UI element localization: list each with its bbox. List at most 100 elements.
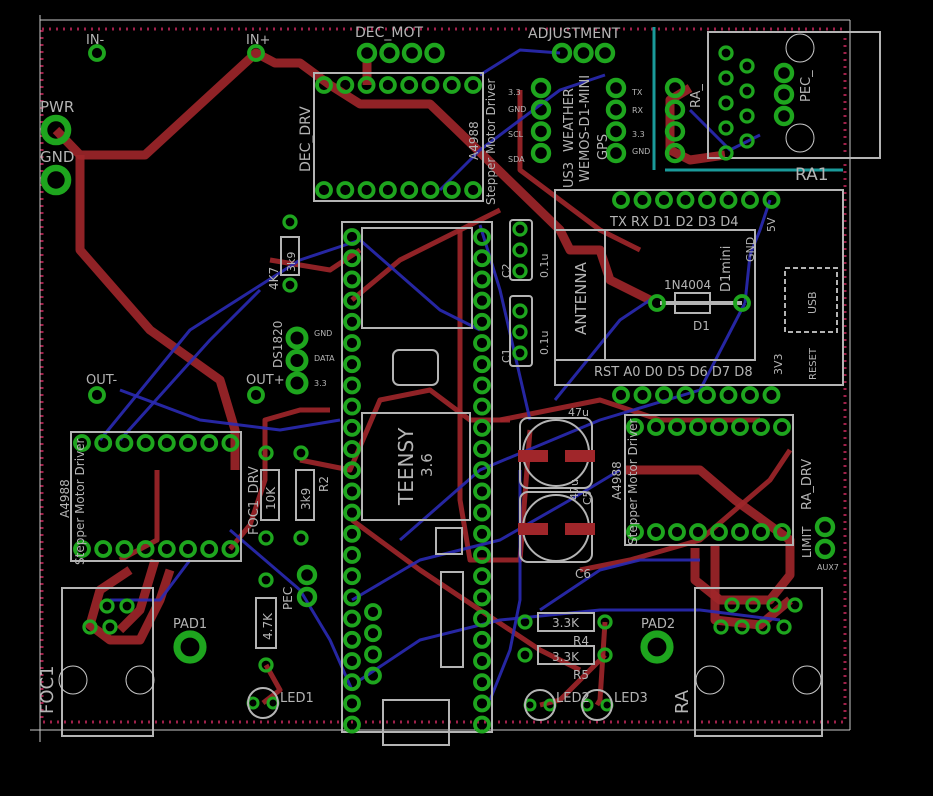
pad-r2 <box>293 445 309 461</box>
pad-foc1-rj <box>119 598 135 614</box>
pad-foc1-drv <box>157 434 176 452</box>
pad-teensy-left <box>343 567 361 586</box>
pad-gps <box>605 121 627 142</box>
label-c5: C5 <box>581 490 594 505</box>
pad-gps <box>605 142 627 164</box>
pad-gps <box>605 77 627 99</box>
pad-pec-rj <box>718 120 734 136</box>
pad-limit <box>814 538 836 560</box>
label-c2-val: 0.1u <box>538 254 551 278</box>
pad-in-minus <box>88 44 106 62</box>
labels: IN- IN+ PWR GND OUT- OUT+ DEC_MOT DEC_DR… <box>37 25 839 714</box>
pad-pec-rj <box>718 70 734 86</box>
pad-foc1-drv <box>221 540 240 558</box>
pad-out-minus <box>88 386 106 404</box>
pad-dec-drv <box>400 181 419 199</box>
foc1-rj-outline <box>61 587 154 737</box>
label-10k: 10K <box>264 486 278 510</box>
pad-foc1-drv <box>94 434 113 452</box>
pad-ra-drv <box>710 418 728 436</box>
pad-foc1-drv <box>94 540 113 558</box>
label-antenna: ANTENNA <box>572 261 590 335</box>
pad-ra-rj <box>776 619 792 635</box>
pad-teensy-left <box>343 461 361 480</box>
pad-led1 <box>266 696 280 710</box>
pad-dec-drv <box>357 76 376 94</box>
pad-dec-drv <box>336 181 355 199</box>
pad-teensy-right <box>473 376 491 395</box>
pad-ra-drv <box>689 523 707 541</box>
pad-teensy-left <box>343 291 361 310</box>
pad-ra-drv <box>689 418 707 436</box>
pad-ra-drv <box>773 418 791 436</box>
label-g-tx: TX <box>631 88 643 97</box>
label-pec: PEC <box>281 587 295 610</box>
label-foc1: FOC1 <box>37 665 58 714</box>
pad-pec-rj <box>718 45 734 61</box>
pad-foc1-rj <box>82 619 98 635</box>
label-a4988-ra: A4988 <box>610 461 624 500</box>
pad-r4 <box>597 614 613 630</box>
pad-teensy-right <box>473 355 491 374</box>
pad-teensy-right <box>473 418 491 437</box>
pad-pec-conn <box>773 84 795 105</box>
label-teensy-ver: 3.6 <box>418 453 436 477</box>
pad-teensy-right <box>473 567 491 586</box>
pad-wemos-bottom <box>612 386 630 404</box>
pads <box>40 42 836 734</box>
pad-teensy-right <box>473 270 491 289</box>
pad-pwr <box>40 114 72 146</box>
pad-ra-rj <box>745 597 761 613</box>
pad-c1 <box>512 345 528 361</box>
pad-teensy-left <box>343 270 361 289</box>
label-led3: LED3 <box>614 691 648 706</box>
pad-teensy-right <box>473 461 491 480</box>
pad-dec-mot <box>379 42 400 64</box>
label-c6: C6 <box>575 567 591 581</box>
pad-dec-drv <box>378 181 397 199</box>
pad-r2 <box>293 530 309 546</box>
pad-wemos-bottom <box>762 386 781 404</box>
label-smd-dec: Stepper Motor Driver <box>484 78 498 205</box>
pad-teensy-right <box>473 440 491 458</box>
pad-gps <box>605 99 627 120</box>
pad-teensy-right <box>473 630 491 649</box>
label-r4-val: 3.3K <box>552 616 580 630</box>
pad-wemos-top <box>655 191 673 209</box>
label-in-plus: IN+ <box>246 33 270 48</box>
pad-ra-rj <box>734 619 750 635</box>
pad-pad2 <box>640 630 674 664</box>
pad-wemos-top <box>698 191 716 209</box>
foc1-drv-outline <box>70 431 242 562</box>
pad-teensy-right <box>473 503 491 522</box>
label-pec-conn: PEC_ <box>799 70 814 102</box>
pad-r-47k <box>258 572 274 588</box>
label-wemos-5v: 5V <box>765 217 778 232</box>
pad-dec-drv <box>464 181 483 199</box>
pad-wemos-top <box>633 191 652 209</box>
label-g-33: 3.3 <box>632 130 645 139</box>
pad-teensy-left <box>343 312 361 331</box>
pad-wemos-bottom <box>633 386 652 404</box>
pad-ds1820 <box>285 326 309 350</box>
label-r5-val: 3.3K <box>552 650 580 664</box>
label-teensy: TEENSY <box>394 427 418 506</box>
pad-teensy-left <box>343 228 361 246</box>
pad-dec-mot <box>424 42 445 64</box>
label-gps: GPS <box>596 134 611 160</box>
pad-gnd <box>40 164 72 196</box>
pad-teensy-right <box>473 397 491 416</box>
pad-ra-rj <box>766 597 782 613</box>
label-r2-val: 3k9 <box>299 488 313 510</box>
pad-ra-drv <box>668 418 686 436</box>
pad-c2 <box>512 242 528 258</box>
label-47k: 4.7K <box>261 612 275 640</box>
teensy-chip <box>361 412 471 521</box>
pad-out-plus <box>247 386 265 404</box>
pad-ra-drv <box>626 418 644 436</box>
pad-pec <box>296 564 318 586</box>
pad-teensy-right <box>473 694 491 713</box>
pad-r5 <box>597 647 613 663</box>
pad-weather <box>530 121 552 142</box>
label-a4988-foc: A4988 <box>58 479 72 518</box>
